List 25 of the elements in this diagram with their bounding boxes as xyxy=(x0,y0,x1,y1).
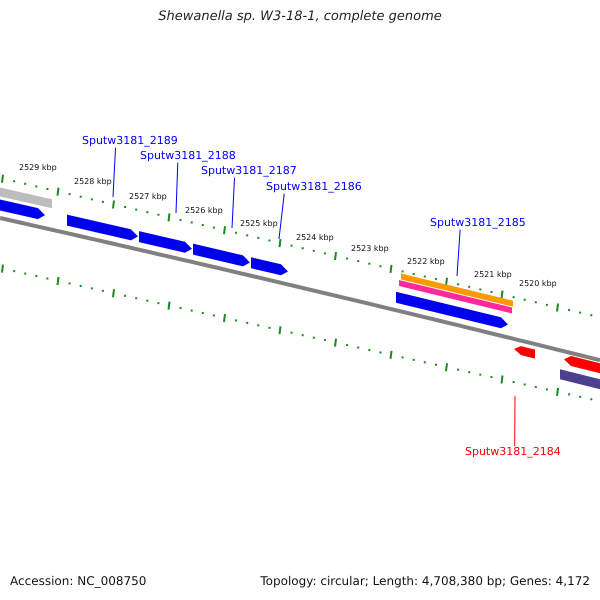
scale-label: 2528 kbp xyxy=(74,177,112,186)
leader-line xyxy=(456,229,461,276)
gene-label: Sputw3181_2187 xyxy=(201,165,297,178)
gene-label: Sputw3181_2185 xyxy=(430,217,526,230)
leader-line xyxy=(176,162,178,214)
leader-line xyxy=(112,147,116,198)
accession-text: Accession: NC_008750 xyxy=(10,575,146,589)
scale-label: 2529 kbp xyxy=(19,163,57,172)
scale-label: 2526 kbp xyxy=(185,206,223,216)
gene-label: Sputw3181_2188 xyxy=(140,150,236,163)
gene-label: Sputw3181_2184 xyxy=(465,446,561,459)
scale-label: 2525 kbp xyxy=(240,219,278,228)
leader-line xyxy=(278,193,285,240)
scale-label: 2521 kbp xyxy=(474,270,512,280)
scale-label: 2527 kbp xyxy=(129,192,167,202)
genome-summary-text: Topology: circular; Length: 4,708,380 bp; Genes: 4,172 xyxy=(260,575,590,589)
scale-label: 2522 kbp xyxy=(407,257,445,266)
leader-line xyxy=(232,177,236,228)
scale-label: 2520 kbp xyxy=(519,279,557,288)
scale-label: 2523 kbp xyxy=(351,244,389,254)
scale-label: 2524 kbp xyxy=(296,233,334,242)
gene-label: Sputw3181_2186 xyxy=(266,181,362,194)
gene-label: Sputw3181_2189 xyxy=(82,135,178,148)
leader-line xyxy=(514,396,516,446)
title: Shewanella sp. W3-18-1, complete genome xyxy=(157,10,443,25)
